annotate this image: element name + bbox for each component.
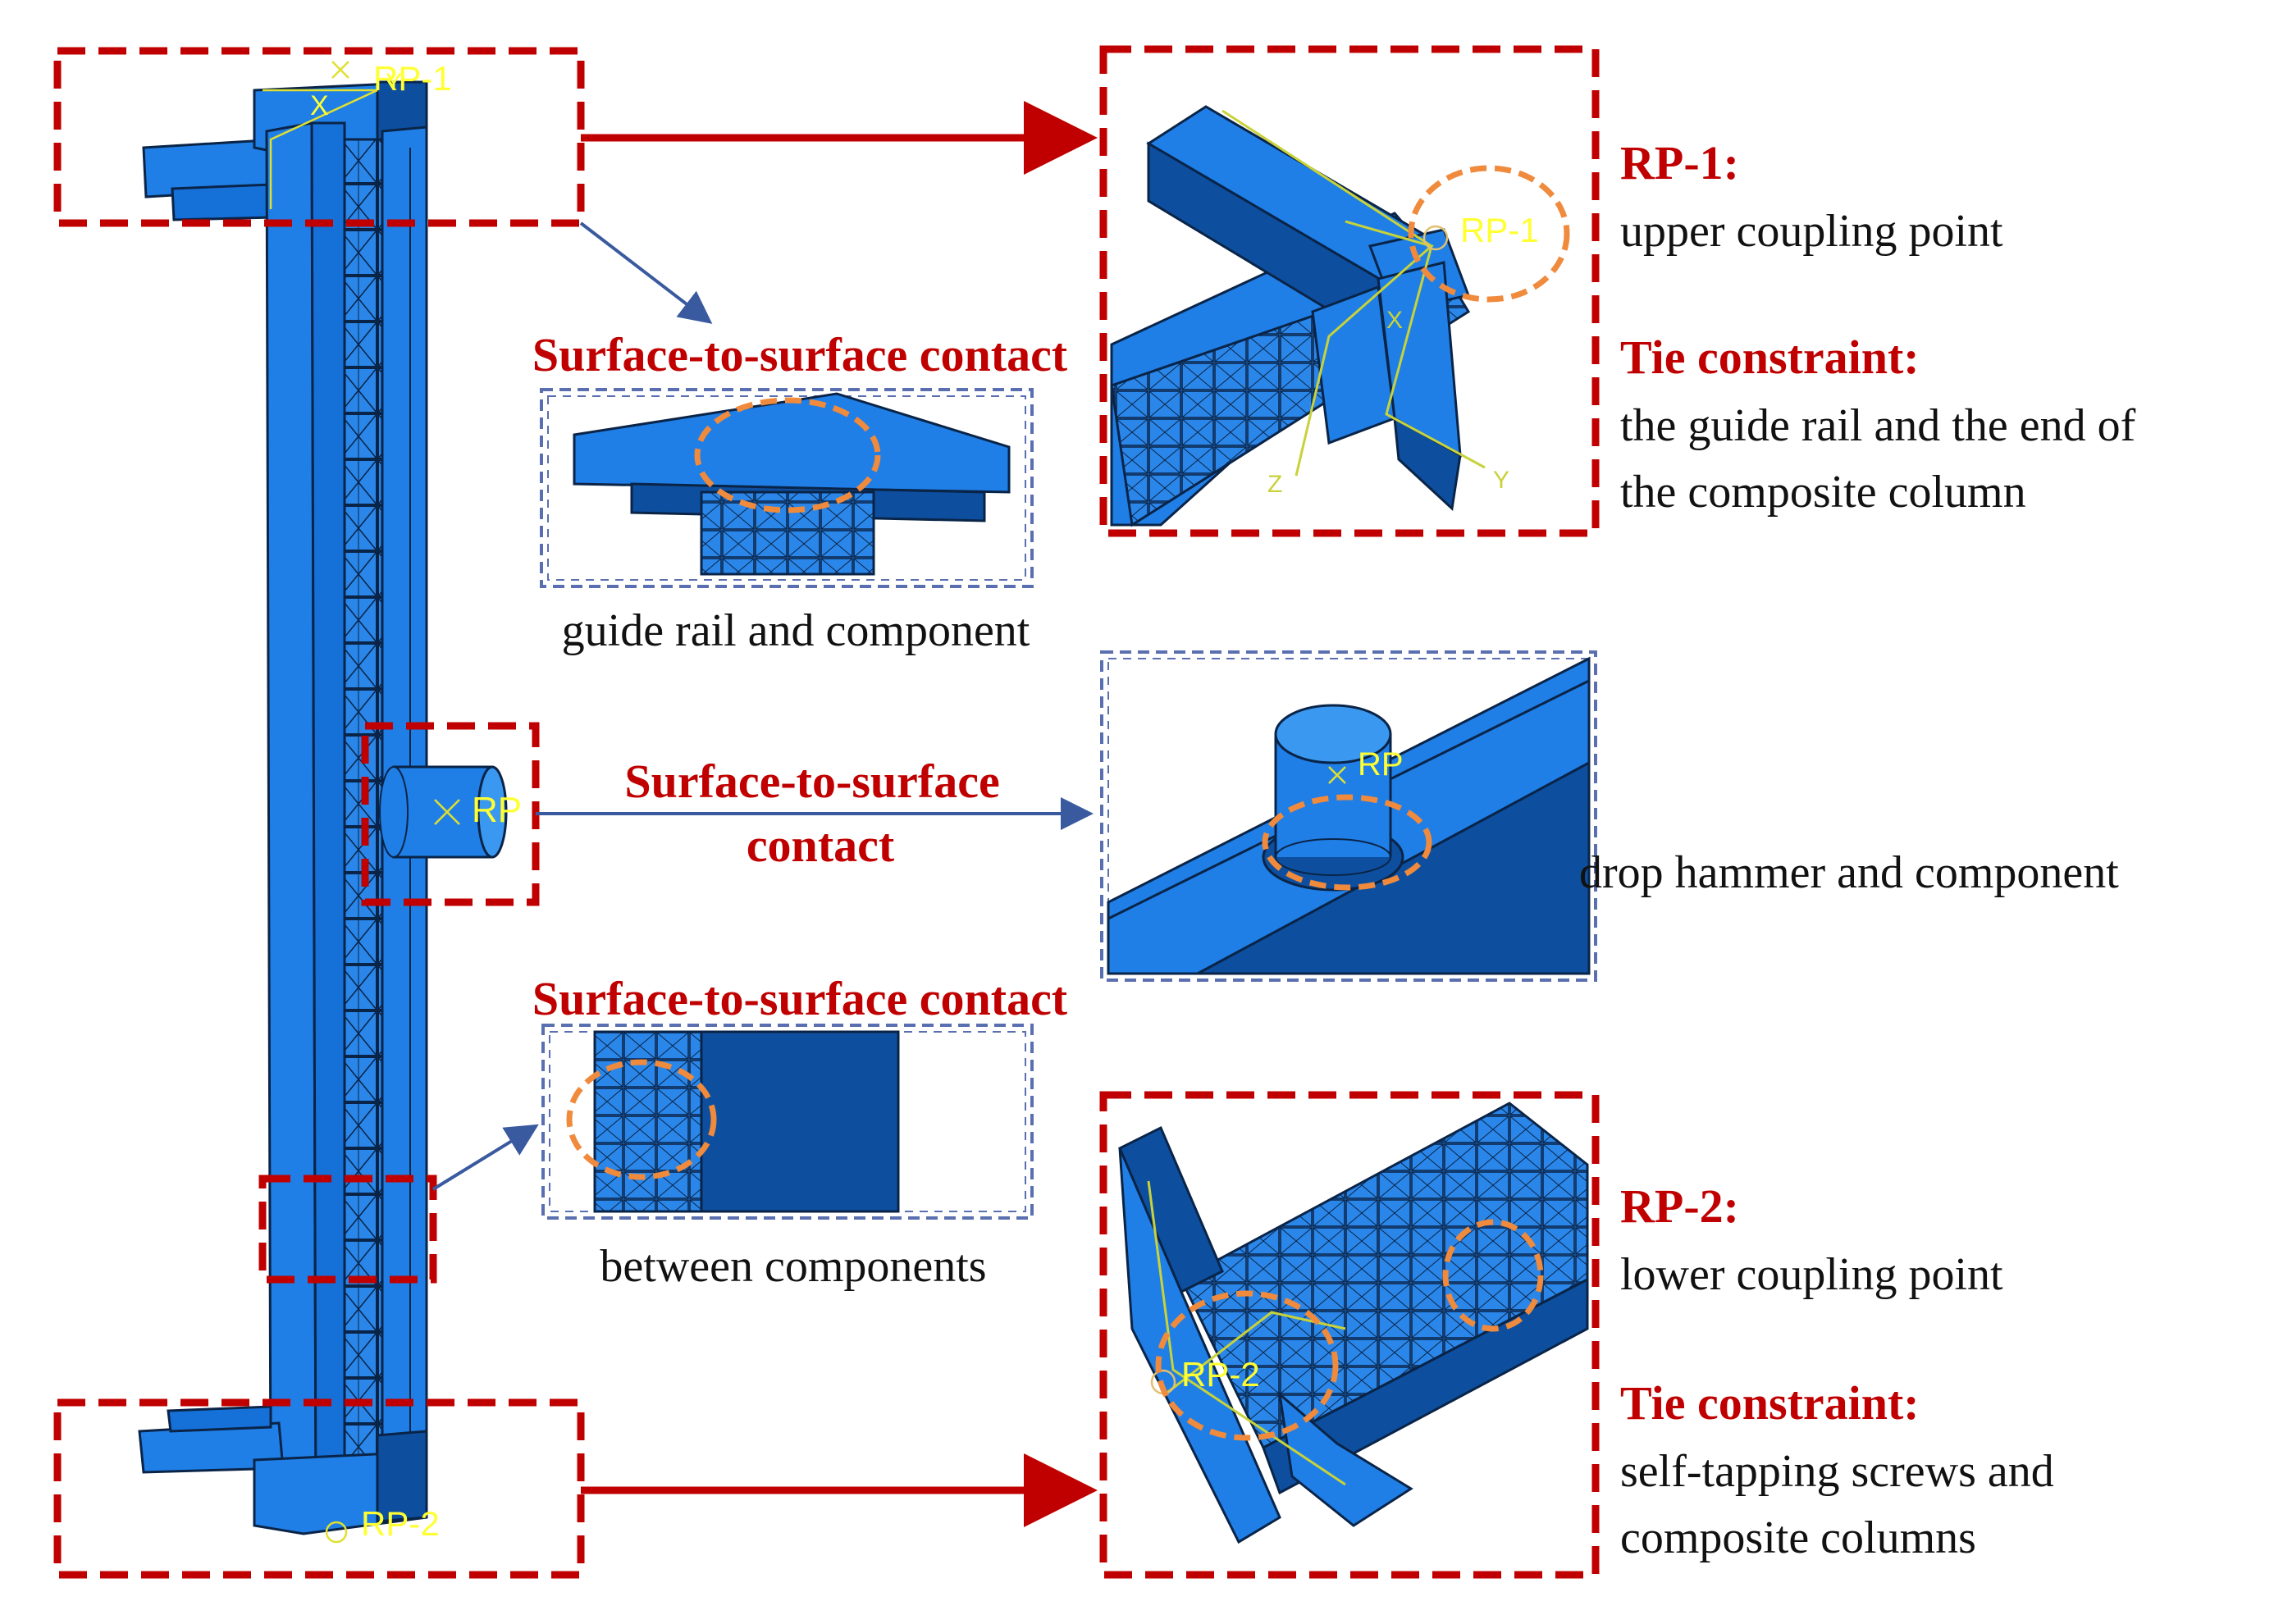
contact-top-caption: guide rail and component	[562, 605, 1030, 656]
detail-mid-highlight	[1262, 794, 1432, 891]
detail-rp2-label: RP-2	[1181, 1355, 1260, 1394]
rp-mid-marker: RP	[434, 790, 522, 830]
contact-top-inset	[540, 388, 1034, 588]
column-face-left	[265, 121, 317, 1503]
axis-y-label: Y	[386, 69, 402, 96]
rp-top-marker: X Y RP-1	[263, 59, 452, 209]
notes-bottom-rp-title: RP-2:	[1620, 1179, 1739, 1233]
notes-bottom-tie-title: Tie constraint:	[1620, 1376, 1920, 1430]
zone-lower-contact	[258, 1175, 437, 1284]
detail-axis-x: X	[1386, 307, 1403, 334]
arrow-to-component-contact	[432, 1124, 539, 1191]
zone-bottom	[53, 1398, 585, 1579]
column-face-inner	[310, 121, 350, 1503]
contact-top-highlight	[694, 397, 881, 513]
detail-bottom: RP-2	[1099, 1091, 1600, 1579]
detail-top: RP-1 X Y Z	[1099, 45, 1600, 537]
notes-top-tie-line2: the composite column	[1620, 467, 2026, 518]
rp2-label: RP-2	[361, 1504, 440, 1543]
contact-top-title: Surface-to-surface contact	[532, 328, 1068, 381]
contact-bottom-caption: between components	[600, 1241, 986, 1292]
notes-bottom-tie-line2: composite columns	[1620, 1512, 1976, 1563]
rp-label: RP	[472, 790, 522, 830]
rp-bottom-marker: RP-2	[325, 1504, 440, 1544]
detail-rp-label: RP	[1358, 746, 1404, 782]
notes-top: RP-1: upper coupling point Tie constrain…	[1620, 136, 2136, 518]
top-guide-rail-back	[171, 183, 274, 221]
detail-axis-z: Z	[1267, 471, 1282, 498]
rp1-label: RP-1	[373, 59, 452, 98]
axis-x-label: X	[310, 90, 329, 121]
contact-mid-title-1: Surface-to-surface	[624, 755, 999, 808]
detail-top-highlight	[1408, 165, 1570, 303]
notes-bottom-rp-desc: lower coupling point	[1620, 1249, 2003, 1300]
zone-top	[53, 47, 585, 227]
bottom-bracket-side	[376, 1430, 428, 1523]
notes-top-rp-desc: upper coupling point	[1620, 206, 2003, 257]
contact-mid-title-2: contact	[747, 819, 895, 872]
contact-bottom-inset	[541, 1024, 1034, 1220]
bottom-guide-rail-2	[167, 1405, 272, 1433]
notes-bottom: RP-2: lower coupling point Tie constrain…	[1620, 1179, 2054, 1563]
notes-bottom-tie-line1: self-tapping screws and	[1620, 1446, 2054, 1497]
notes-top-tie-line1: the guide rail and the end of	[1620, 400, 2136, 451]
drop-hammer	[379, 765, 508, 859]
detail-mid-caption: drop hammer and component	[1579, 847, 2119, 898]
detail-mid: RP	[1100, 650, 1597, 982]
contact-bottom-title: Surface-to-surface contact	[532, 972, 1068, 1025]
contact-bottom-highlight	[566, 1059, 717, 1180]
notes-top-rp-title: RP-1:	[1620, 136, 1739, 189]
arrow-to-rail-contact	[579, 221, 713, 324]
detail-rp1-label: RP-1	[1460, 211, 1539, 249]
notes-top-tie-title: Tie constraint:	[1620, 331, 1920, 384]
detail-bottom-highlight-2	[1442, 1219, 1544, 1332]
column-model: X Y RP-1 RP RP-2	[138, 59, 522, 1544]
detail-axis-y: Y	[1493, 467, 1509, 494]
detail-bottom-highlight	[1155, 1290, 1339, 1441]
